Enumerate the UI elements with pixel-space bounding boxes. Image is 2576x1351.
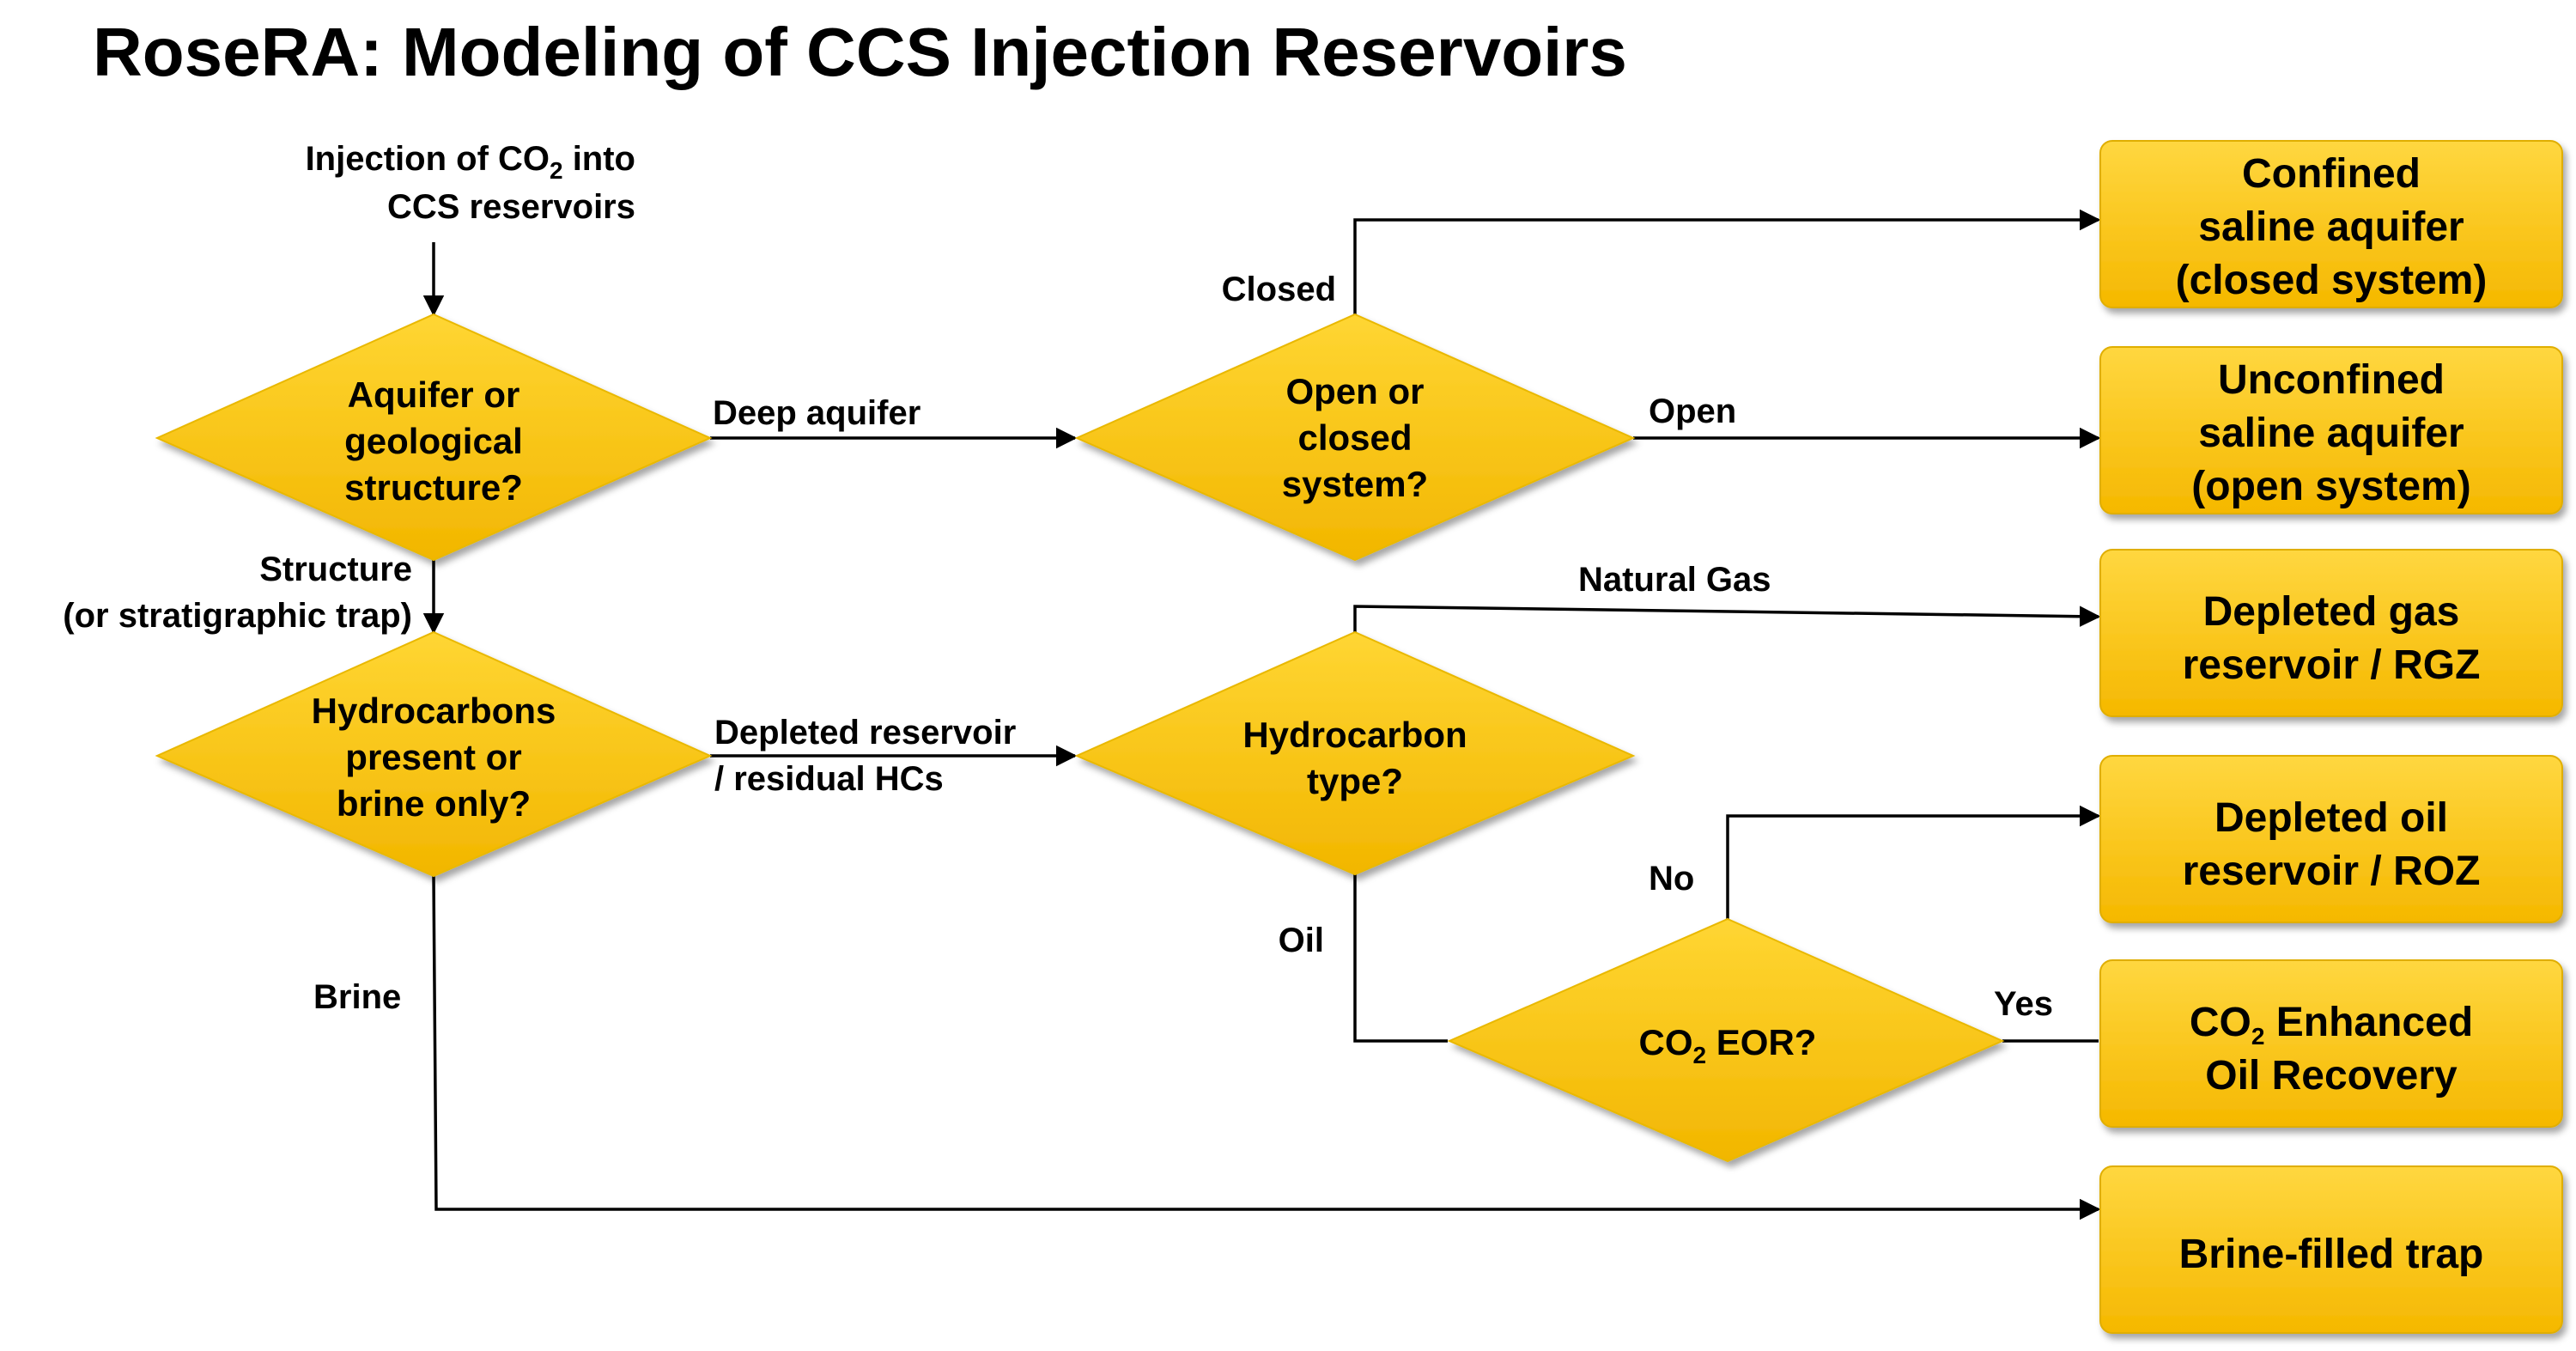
label-yes: Yes: [1994, 985, 2053, 1023]
svg-text:Hydrocarbons: Hydrocarbons: [312, 691, 556, 731]
svg-text:Confined: Confined: [2242, 151, 2421, 197]
svg-text:reservoir / RGZ: reservoir / RGZ: [2183, 642, 2481, 688]
label-structure-line1: Structure: [259, 551, 412, 588]
svg-text:present or: present or: [345, 737, 521, 777]
label-deep-aquifer: Deep aquifer: [713, 394, 920, 432]
svg-text:structure?: structure?: [344, 467, 523, 508]
edge-natural-gas: [1353, 605, 2101, 632]
decision-co2-eor: CO2 EOR?: [1447, 917, 2005, 1163]
outcome-brine-filled-trap: Brine-filled trap: [2099, 1165, 2563, 1334]
svg-text:saline aquifer: saline aquifer: [2198, 204, 2464, 250]
svg-text:type?: type?: [1307, 761, 1403, 801]
start-label-line1: Injection of CO2 into: [306, 140, 635, 184]
edge-brine: [432, 875, 2101, 1220]
outcome-co2-enhanced-oil-recovery: CO2 Enhanced Oil Recovery: [2099, 959, 2563, 1128]
label-depleted-line2: / residual HCs: [714, 760, 944, 798]
svg-text:saline aquifer: saline aquifer: [2198, 411, 2464, 456]
svg-text:(open system): (open system): [2191, 464, 2470, 509]
svg-text:geological: geological: [344, 421, 523, 461]
svg-text:Oil Recovery: Oil Recovery: [2205, 1053, 2458, 1098]
svg-text:system?: system?: [1282, 464, 1428, 504]
decision-open-or-closed: Open or closed system?: [1074, 313, 1636, 562]
label-depleted-line1: Depleted reservoir: [714, 714, 1016, 752]
decision-aquifer-or-structure: Aquifer or geological structure?: [155, 313, 713, 562]
svg-text:Open or: Open or: [1285, 371, 1424, 411]
svg-text:Brine-filled trap: Brine-filled trap: [2179, 1232, 2484, 1277]
page-title: RoseRA: Modeling of CCS Injection Reserv…: [93, 14, 1627, 90]
svg-text:Depleted gas: Depleted gas: [2203, 589, 2460, 635]
outcome-depleted-gas-reservoir: Depleted gas reservoir / RGZ: [2099, 549, 2563, 717]
outcome-confined-saline-aquifer: Confined saline aquifer (closed system): [2099, 140, 2563, 308]
svg-text:brine only?: brine only?: [337, 783, 531, 824]
edge-closed: [1353, 209, 2101, 314]
label-structure-line2: (or stratigraphic trap): [63, 597, 412, 635]
outcome-depleted-oil-reservoir: Depleted oil reservoir / ROZ: [2099, 755, 2563, 923]
svg-text:closed: closed: [1297, 417, 1412, 458]
decision-hydrocarbons-present: Hydrocarbons present or brine only?: [155, 630, 713, 878]
label-oil: Oil: [1279, 922, 1324, 959]
label-open: Open: [1649, 393, 1736, 430]
start-label-line2: CCS reservoirs: [387, 188, 635, 226]
svg-text:CO2 Enhanced: CO2 Enhanced: [2190, 1000, 2473, 1050]
svg-text:Unconfined: Unconfined: [2218, 357, 2445, 403]
svg-text:Aquifer or: Aquifer or: [348, 374, 520, 415]
svg-text:reservoir / ROZ: reservoir / ROZ: [2183, 849, 2481, 894]
svg-text:CO2 EOR?: CO2 EOR?: [1639, 1022, 1817, 1068]
outcome-unconfined-saline-aquifer: Unconfined saline aquifer (open system): [2099, 346, 2563, 514]
svg-text:Hydrocarbon: Hydrocarbon: [1242, 715, 1467, 755]
decision-hydrocarbon-type: Hydrocarbon type?: [1074, 630, 1636, 876]
svg-text:(closed system): (closed system): [2176, 258, 2488, 303]
edge-no: [1726, 805, 2101, 919]
edge-oil: [1353, 874, 1448, 1043]
label-natural-gas: Natural Gas: [1578, 561, 1771, 599]
label-no: No: [1649, 860, 1694, 898]
svg-text:Depleted oil: Depleted oil: [2215, 795, 2448, 841]
label-closed: Closed: [1222, 271, 1336, 308]
label-brine: Brine: [313, 978, 401, 1016]
